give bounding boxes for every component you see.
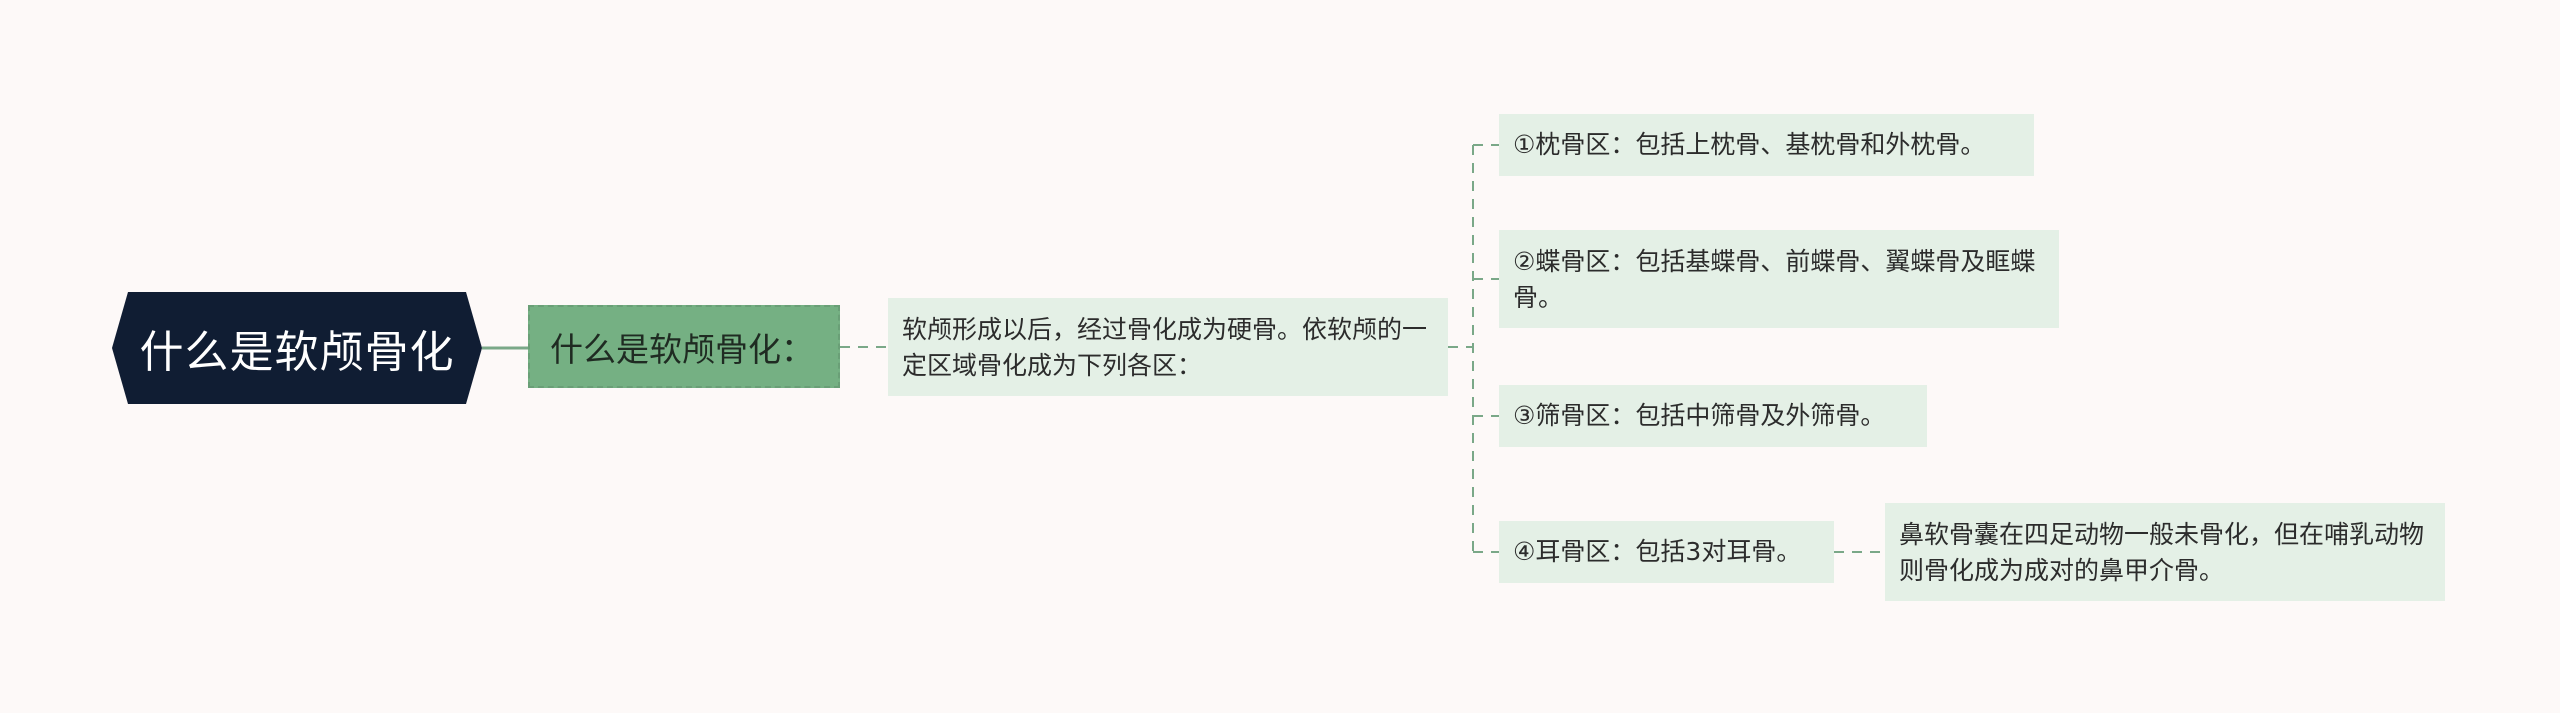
summary-node-text: 软颅形成以后，经过骨化成为硬骨。依软颅的一定区域骨化成为下列各区： <box>902 315 1428 380</box>
region-node-text: ①枕骨区：包括上枕骨、基枕骨和外枕骨。 <box>1513 130 1986 159</box>
region-node-ethmoid[interactable]: ③筛骨区：包括中筛骨及外筛骨。 <box>1499 385 1927 447</box>
root-node-label: 什么是软颅骨化 <box>139 327 455 378</box>
region-node-text: ③筛骨区：包括中筛骨及外筛骨。 <box>1513 401 1886 430</box>
summary-node[interactable]: 软颅形成以后，经过骨化成为硬骨。依软颅的一定区域骨化成为下列各区： <box>888 298 1448 396</box>
note-node-text: 鼻软骨囊在四足动物一般未骨化，但在哺乳动物则骨化成为成对的鼻甲介骨。 <box>1899 520 2425 585</box>
region-node-text: ④耳骨区：包括3对耳骨。 <box>1513 537 1802 566</box>
region-node-sphenoid[interactable]: ②蝶骨区：包括基蝶骨、前蝶骨、翼蝶骨及眶蝶骨。 <box>1499 230 2059 328</box>
region-node-occipital[interactable]: ①枕骨区：包括上枕骨、基枕骨和外枕骨。 <box>1499 114 2034 176</box>
topic-node[interactable]: 什么是软颅骨化： <box>528 305 840 388</box>
root-node[interactable]: 什么是软颅骨化 <box>112 292 482 404</box>
region-node-text: ②蝶骨区：包括基蝶骨、前蝶骨、翼蝶骨及眶蝶骨。 <box>1513 247 2036 312</box>
region-node-otic[interactable]: ④耳骨区：包括3对耳骨。 <box>1499 521 1834 583</box>
note-node-nasal[interactable]: 鼻软骨囊在四足动物一般未骨化，但在哺乳动物则骨化成为成对的鼻甲介骨。 <box>1885 503 2445 601</box>
topic-node-label: 什么是软颅骨化： <box>550 329 814 369</box>
